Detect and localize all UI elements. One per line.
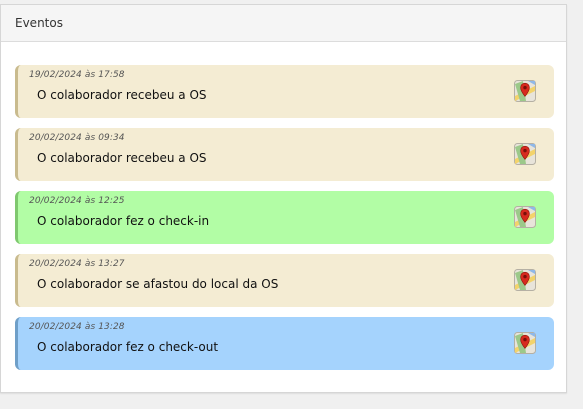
event-item: 19/02/2024 às 17:58 O colaborador recebe… — [15, 65, 554, 118]
event-message: O colaborador recebeu a OS — [37, 151, 207, 165]
event-timestamp: 19/02/2024 às 17:58 — [29, 70, 125, 80]
panel-header: Eventos — [1, 5, 566, 42]
event-item: 20/02/2024 às 09:34 O colaborador recebe… — [15, 128, 554, 181]
events-panel: Eventos 19/02/2024 às 17:58 O colaborado… — [0, 4, 567, 393]
events-list: 19/02/2024 às 17:58 O colaborador recebe… — [15, 65, 554, 380]
event-message: O colaborador fez o check-in — [37, 214, 210, 228]
event-timestamp: 20/02/2024 às 09:34 — [29, 133, 125, 143]
event-message: O colaborador se afastou do local da OS — [37, 277, 279, 291]
event-timestamp: 20/02/2024 às 13:27 — [29, 259, 125, 269]
map-pin-icon[interactable] — [514, 206, 536, 228]
event-message: O colaborador recebeu a OS — [37, 88, 207, 102]
map-pin-icon[interactable] — [514, 332, 536, 354]
map-pin-icon[interactable] — [514, 80, 536, 102]
event-timestamp: 20/02/2024 às 12:25 — [29, 196, 125, 206]
panel-title: Eventos — [15, 16, 63, 30]
event-message: O colaborador fez o check-out — [37, 340, 219, 354]
event-item: 20/02/2024 às 13:28 O colaborador fez o … — [15, 317, 554, 370]
event-item: 20/02/2024 às 12:25 O colaborador fez o … — [15, 191, 554, 244]
map-pin-icon[interactable] — [514, 269, 536, 291]
map-pin-icon[interactable] — [514, 143, 536, 165]
event-item: 20/02/2024 às 13:27 O colaborador se afa… — [15, 254, 554, 307]
event-timestamp: 20/02/2024 às 13:28 — [29, 322, 125, 332]
